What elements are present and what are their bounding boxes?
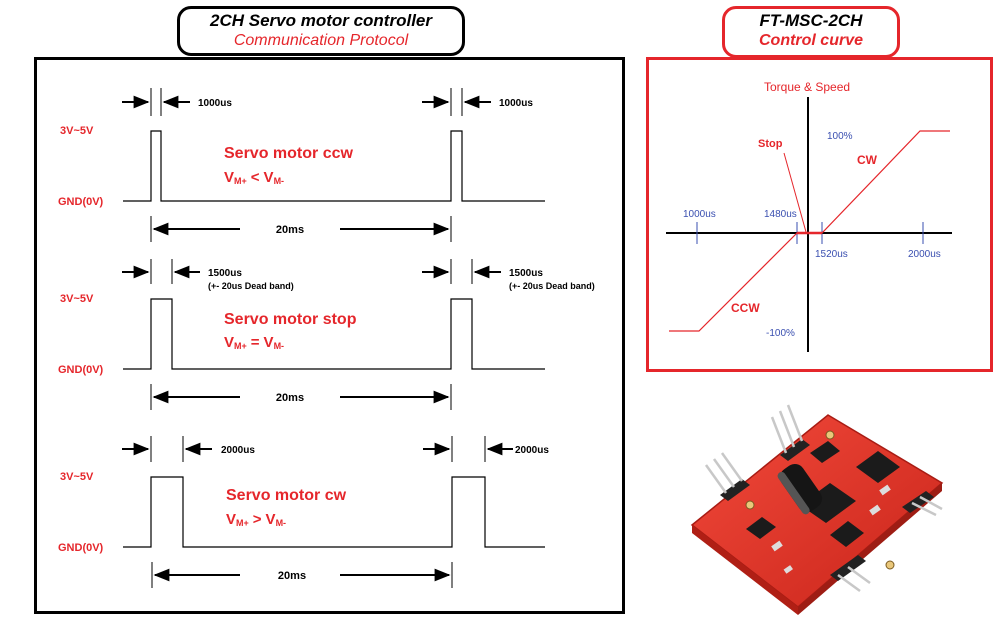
mode-label: Servo motor stop <box>224 311 357 328</box>
period-label: 20ms <box>278 570 306 582</box>
voltage-relation: VM+<VM- <box>224 169 284 186</box>
curve-title: FT-MSC-2CH <box>759 11 863 30</box>
ic-chip <box>856 451 900 483</box>
control-curve-line <box>669 130 950 332</box>
protocol-title-box: 2CH Servo motor controller Communication… <box>177 6 465 56</box>
signal-trace <box>123 130 545 202</box>
waveform-cw: 2000us 2000us 3V~5V GND(0V) Servo motor … <box>58 436 549 588</box>
x-tick-label: 2000us <box>908 249 941 260</box>
signal-trace <box>123 476 545 548</box>
cw-label: CW <box>857 153 878 167</box>
pulse-label: 2000us <box>515 445 549 456</box>
pin-header-right <box>902 491 943 517</box>
pulse-label: 1000us <box>198 98 232 109</box>
ccw-label: CCW <box>731 301 760 315</box>
mode-label: Servo motor ccw <box>224 145 353 162</box>
waveform-ccw: 1000us 1000us 3V~5V GND(0V) Servo motor … <box>58 88 545 242</box>
level-low-label: GND(0V) <box>58 196 104 208</box>
x-tick-label: 1000us <box>683 209 716 220</box>
y-bottom-label: -100% <box>766 328 795 339</box>
curve-subtitle: Control curve <box>758 32 863 49</box>
mode-label: Servo motor cw <box>226 487 347 504</box>
x-tick-label: 1520us <box>815 249 848 260</box>
pin-header-bottom <box>830 555 871 593</box>
protocol-panel <box>34 57 625 614</box>
y-top-label: 100% <box>827 131 853 142</box>
level-high-label: 3V~5V <box>60 471 94 483</box>
ic-chip <box>746 517 776 539</box>
stop-pointer <box>783 152 807 233</box>
pulse-note: (+- 20us Dead band) <box>208 281 294 291</box>
ic-chip <box>830 521 864 547</box>
ic-chip <box>810 441 840 463</box>
level-high-label: 3V~5V <box>60 125 94 137</box>
voltage-relation: VM+>VM- <box>226 511 286 528</box>
pulse-label: 2000us <box>221 445 255 456</box>
period-label: 20ms <box>276 392 304 404</box>
protocol-title: 2CH Servo motor controller <box>210 11 432 30</box>
x-tick-label: 1480us <box>764 209 797 220</box>
period-label: 20ms <box>276 224 304 236</box>
level-low-label: GND(0V) <box>58 542 104 554</box>
signal-trace <box>123 298 545 370</box>
pulse-label: 1500us <box>509 268 543 279</box>
capacitor <box>777 463 823 515</box>
pulse-note: (+- 20us Dead band) <box>509 281 595 291</box>
protocol-subtitle: Communication Protocol <box>233 32 409 49</box>
level-high-label: 3V~5V <box>60 293 94 305</box>
stop-label: Stop <box>758 138 783 150</box>
ic-chip <box>800 483 856 523</box>
pin-header-left <box>704 452 750 501</box>
voltage-relation: VM+=VM- <box>224 334 284 351</box>
waveform-stop: 1500us (+- 20us Dead band) 1500us (+- 20… <box>58 259 595 410</box>
level-low-label: GND(0V) <box>58 364 104 376</box>
y-axis-label: Torque & Speed <box>764 80 850 94</box>
pulse-label: 1500us <box>208 268 242 279</box>
product-photo <box>690 404 944 615</box>
pin-header-top <box>770 404 810 461</box>
pulse-label: 1000us <box>499 98 533 109</box>
curve-title-box: FT-MSC-2CH Control curve <box>722 6 900 58</box>
curve-panel <box>646 57 993 372</box>
